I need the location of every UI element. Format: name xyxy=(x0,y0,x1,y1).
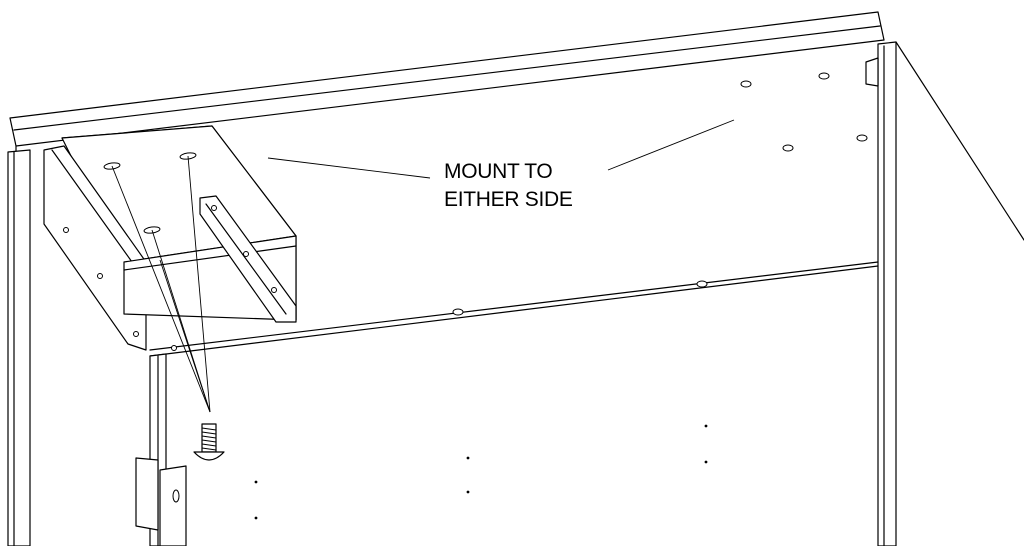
screw-leader-lines xyxy=(111,155,211,413)
side-latch-bracket xyxy=(135,457,187,546)
top-panel xyxy=(149,261,879,357)
top-panel-holes xyxy=(452,72,868,316)
mounting-bracket xyxy=(43,125,297,351)
panel-dots xyxy=(254,424,708,520)
callout-line-1: MOUNT TO xyxy=(444,160,553,183)
screw-icon xyxy=(193,423,225,461)
cabinet-top-rim xyxy=(9,11,885,153)
callout-line-2: EITHER SIDE xyxy=(444,188,573,211)
callout-leaders xyxy=(267,119,735,179)
mount-callout-label: MOUNT TO EITHER SIDE xyxy=(444,158,573,214)
right-frame-post xyxy=(865,41,1024,546)
